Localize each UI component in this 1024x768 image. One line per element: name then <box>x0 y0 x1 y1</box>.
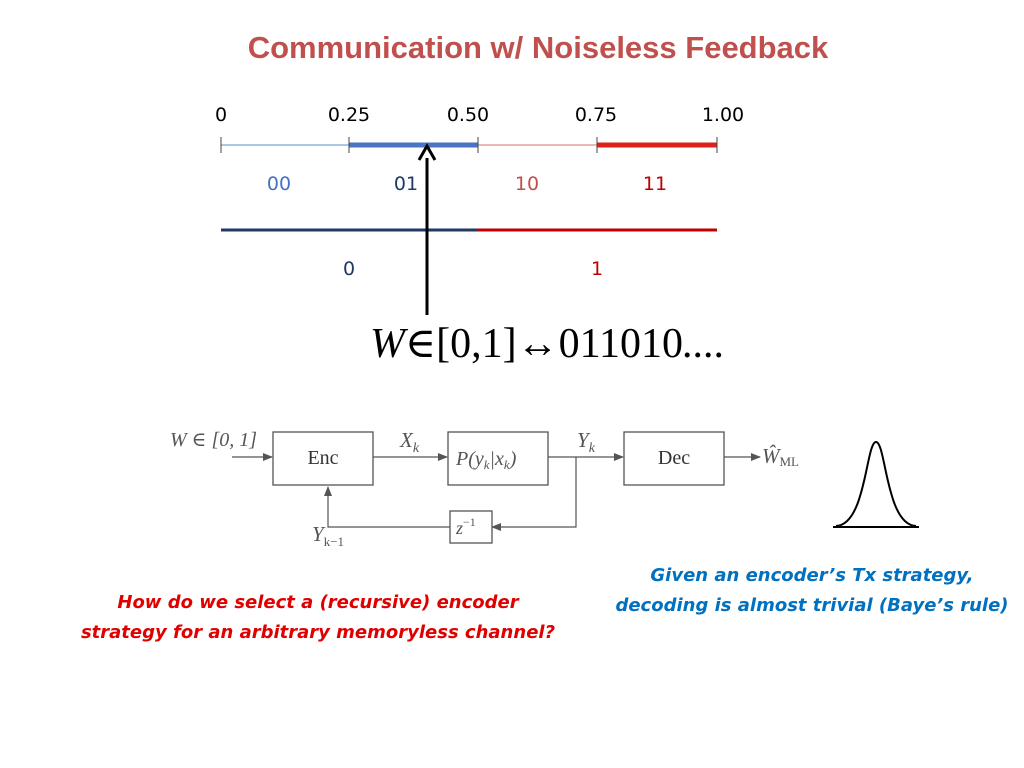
tick-label-0.50: 0.50 <box>446 104 490 126</box>
formula-bits: 011010 <box>558 321 684 367</box>
feedback-label: Yk−1 <box>312 522 344 549</box>
pointer-arrow-head <box>417 142 437 161</box>
delay-label: z−1 <box>455 515 476 538</box>
output-label: ŴML <box>762 444 799 469</box>
formula-relation: ∈[0,1]↔ <box>405 321 559 367</box>
tick-label-1.00: 1.00 <box>701 104 745 126</box>
formula-ellipsis: .... <box>683 321 726 367</box>
code-1: 1 <box>590 258 604 280</box>
note-encoder-line-2: strategy for an arbitrary memoryless cha… <box>80 622 556 643</box>
channel-label: P(yk|xk) <box>455 448 517 472</box>
message-formula: W∈[0,1]↔011010.... <box>370 318 725 368</box>
note-encoder-question: How do we select a (recursive) encoder s… <box>40 588 596 648</box>
delay-box <box>449 510 493 544</box>
note-decoding-trivial: Given an encoder’s Tx strategy, decoding… <box>600 561 1024 621</box>
decoder-box <box>623 431 725 486</box>
note-decoding-line-1: Given an encoder’s Tx strategy, <box>650 565 974 586</box>
encoder-box <box>272 431 374 486</box>
y-label: Yk <box>577 428 596 456</box>
code-00: 00 <box>266 173 292 195</box>
tick-label-0.75: 0.75 <box>574 104 618 126</box>
slide-title: Communication w/ Noiseless Feedback <box>247 30 829 65</box>
tick-label-0: 0 <box>214 104 228 126</box>
feedback-line-to-enc <box>324 486 450 528</box>
code-11: 11 <box>642 173 668 195</box>
note-encoder-line-1: How do we select a (recursive) encoder <box>117 592 519 613</box>
code-01: 01 <box>393 173 419 195</box>
feedback-line-to-delay <box>491 457 577 531</box>
encoder-label: Enc <box>307 447 338 469</box>
x-label: Xk <box>399 428 420 456</box>
note-decoding-line-2: decoding is almost trivial (Baye’s rule) <box>615 595 1009 616</box>
code-0: 0 <box>342 258 356 280</box>
formula-variable: W <box>370 321 405 367</box>
channel-box <box>447 431 549 486</box>
posterior-peak-curve <box>835 440 917 527</box>
decoder-label: Dec <box>658 447 690 469</box>
input-label: W ∈ [0, 1] <box>170 429 257 451</box>
tick-label-0.25: 0.25 <box>327 104 371 126</box>
code-10: 10 <box>514 173 540 195</box>
